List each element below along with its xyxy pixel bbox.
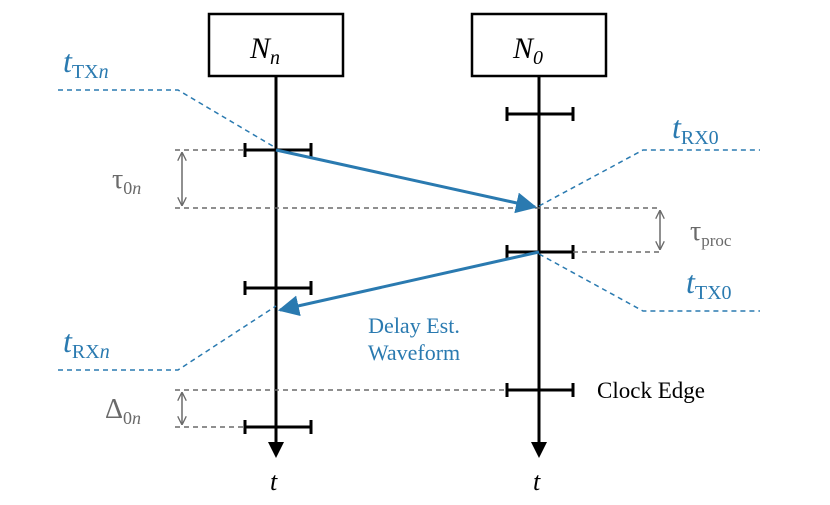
interval-arrows	[182, 153, 660, 424]
label-t-rxn: tRXn	[63, 323, 110, 363]
leader-t-txn	[58, 89, 277, 149]
label-t-rx0: tRX0	[672, 109, 719, 149]
node-box-n0: N0	[470, 12, 608, 78]
timeline-n0-arrowhead	[531, 442, 547, 458]
clock-tick-n0-3	[505, 383, 575, 397]
label-t-tx0: tTX0	[686, 264, 732, 304]
leader-t-rxn	[58, 305, 277, 371]
leader-t-tx0	[538, 253, 760, 312]
leader-t-rx0	[538, 149, 760, 207]
waveform-label-line2: Waveform	[368, 340, 460, 365]
waveform-label-line1: Delay Est.	[368, 313, 460, 338]
node-box-nn: Nn	[207, 12, 345, 78]
label-clock-edge: Clock Edge	[597, 378, 705, 403]
label-t-txn: tTXn	[63, 43, 109, 83]
time-axis-label-right: t	[533, 467, 541, 496]
node-n0-label: N0	[512, 32, 543, 69]
message-arrow-n0-to-nn	[277, 250, 540, 317]
reference-lines	[175, 149, 660, 428]
clock-tick-nn-3	[243, 420, 313, 434]
clock-tick-nn-2	[243, 281, 313, 295]
clock-tick-n0-1	[505, 107, 575, 121]
timeline-nn-arrowhead	[268, 442, 284, 458]
message-arrow-nn-to-n0	[275, 148, 538, 214]
time-axis-label-left: t	[270, 467, 278, 496]
label-tau-proc: τproc	[690, 216, 732, 250]
label-tau-0n: τ0n	[112, 164, 141, 198]
leader-lines	[58, 89, 760, 371]
node-nn-label: Nn	[249, 32, 280, 69]
label-delta-0n: Δ0n	[105, 394, 141, 428]
